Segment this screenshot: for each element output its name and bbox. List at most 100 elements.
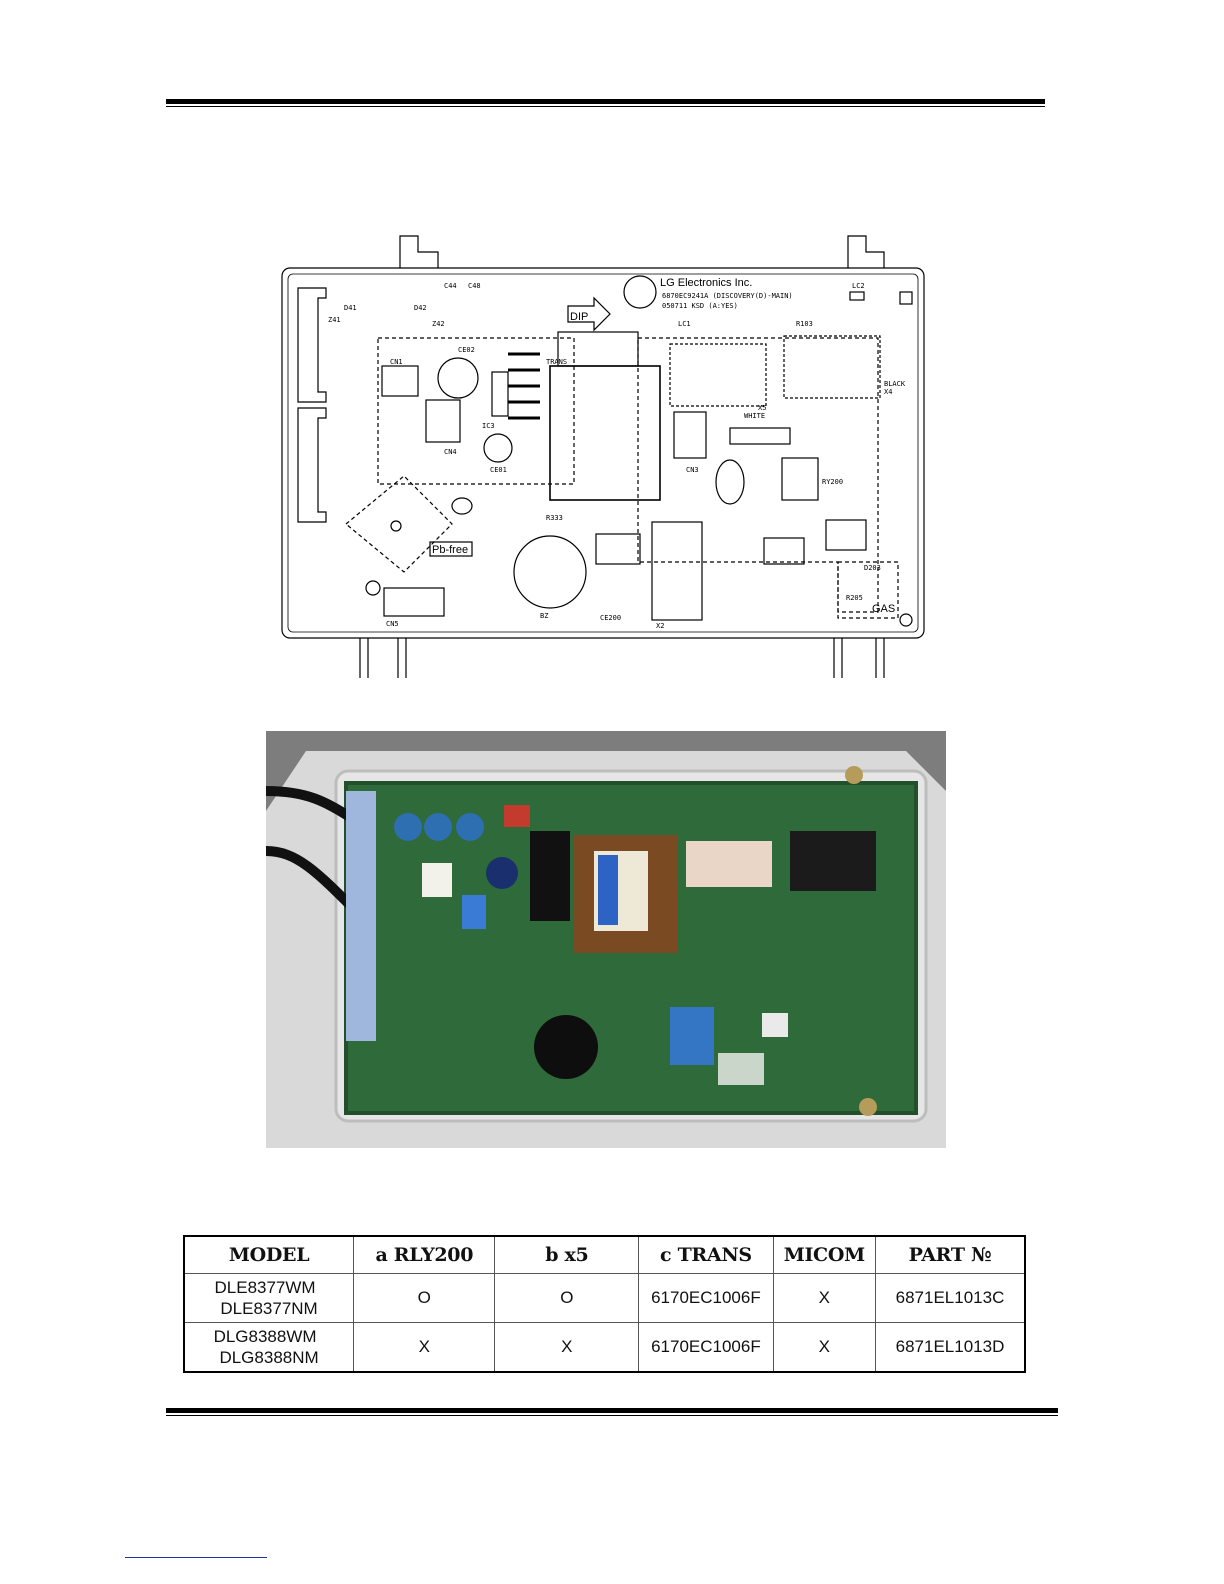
connector-cn4: [425, 399, 461, 443]
bottom-rule-thin: [166, 1415, 1058, 1416]
ce02-label: CE02: [458, 346, 475, 354]
cell-trans: 6170EC1006F: [638, 1273, 774, 1323]
mount-hole-1: [365, 580, 381, 596]
mount-hole-2: [390, 520, 402, 532]
lc2-label: LC2: [852, 282, 865, 290]
header-micom: MICOM: [772, 1235, 877, 1274]
cell-rly200: X: [353, 1322, 496, 1373]
pbfree-label: Pb-free: [432, 544, 468, 556]
model-line: DLG8388WM: [213, 1327, 317, 1346]
x5-label: X5: [758, 404, 766, 412]
dip-arrow: [567, 296, 611, 332]
r103-label: R103: [796, 320, 813, 328]
x4-label: X4: [884, 388, 892, 396]
case-outline: [281, 267, 925, 639]
header-model: MODEL: [183, 1235, 355, 1274]
table-header-row: MODEL a RLY200 b x5 c TRANS MICOM PART №: [183, 1235, 1026, 1274]
x2-label: X2: [656, 622, 664, 630]
model-line: DLE8377NM: [220, 1299, 318, 1318]
parts-table: MODEL a RLY200 b x5 c TRANS MICOM PART №…: [183, 1235, 1026, 1373]
connector-cn3: [673, 411, 707, 459]
relay-x2: [651, 521, 703, 621]
cn1-label: CN1: [390, 358, 403, 366]
top-tab-right: [847, 235, 885, 268]
cell-x5: O: [494, 1273, 640, 1323]
board-note-label: 050711 KSD (A:YES): [662, 302, 738, 310]
bottom-tabs-right: [833, 638, 885, 678]
cell-model: DLG8388WM DLG8388NM: [183, 1322, 355, 1373]
footer-underline: [125, 1557, 267, 1558]
buzzer-bz: [513, 535, 587, 609]
black-label: BLACK: [884, 380, 906, 388]
cell-part-no: 6871EL1013C: [875, 1273, 1026, 1323]
c48-label: C48: [468, 282, 481, 290]
bottom-rule-thick: [166, 1408, 1058, 1413]
ic3-body: [491, 371, 509, 417]
table-row: DLE8377WM DLE8377NM O O 6170EC1006F X 68…: [183, 1273, 1026, 1323]
cell-rly200: O: [353, 1273, 496, 1323]
trans-label: TRANS: [546, 358, 567, 366]
ic3-label: IC3: [482, 422, 495, 430]
pcb-layout-drawing: LG Electronics Inc. 6870EC9241A (DISCOVE…: [278, 232, 930, 680]
model-line: DLE8377WM: [214, 1278, 316, 1297]
relay-x5: [669, 343, 767, 407]
header-x5: b x5: [494, 1235, 640, 1274]
cap-ce01: [483, 433, 513, 463]
part-varistor: [715, 459, 745, 505]
header-part-no: PART №: [875, 1235, 1026, 1274]
connector-left-lower: [297, 407, 327, 523]
top-rule-thin: [166, 106, 1045, 107]
pcb-layout-svg: LG Electronics Inc. 6870EC9241A (DISCOVE…: [281, 235, 925, 678]
gas-label: GAS: [872, 603, 895, 615]
dip-label: DIP: [570, 311, 588, 323]
part-dl2: [763, 537, 805, 565]
part-lc: [595, 533, 641, 565]
white-label: WHITE: [744, 412, 765, 420]
r333-label: R333: [546, 514, 563, 522]
cell-x5: X: [494, 1322, 640, 1373]
pbfree-box: [429, 541, 473, 557]
r205-label: R205: [846, 594, 863, 602]
cn3-label: CN3: [686, 466, 699, 474]
cell-micom: X: [772, 1273, 877, 1323]
ce01-label: CE01: [490, 466, 507, 474]
cell-part-no: 6871EL1013D: [875, 1322, 1026, 1373]
bz-label: BZ: [540, 612, 548, 620]
top-tab-left: [399, 235, 439, 268]
part-crystal: [451, 497, 473, 515]
part-ry200: [781, 457, 819, 501]
cell-trans: 6170EC1006F: [638, 1322, 774, 1373]
cell-model: DLE8377WM DLE8377NM: [183, 1273, 355, 1323]
z42-label: Z42: [432, 320, 445, 328]
d41-label: D41: [344, 304, 357, 312]
transformer-outline: [549, 365, 661, 501]
cell-micom: X: [772, 1322, 877, 1373]
part-r82: [729, 427, 791, 445]
region-relay: [637, 337, 879, 613]
region-gas: [837, 561, 899, 619]
relay-x4: [783, 335, 881, 399]
ribbon-connector: [346, 791, 376, 1041]
header-rly200: a RLY200: [353, 1235, 496, 1274]
pcb-photo: [266, 731, 946, 1148]
ic-rc200: [825, 519, 867, 551]
maker-label: LG Electronics Inc.: [660, 277, 752, 289]
model-line: DLG8388NM: [219, 1348, 319, 1367]
connector-left-upper: [297, 287, 327, 403]
z41-label: Z41: [328, 316, 341, 324]
lc1-label: LC1: [678, 320, 691, 328]
corner-square: [899, 291, 913, 305]
pcb-photo-svg: [266, 731, 946, 1148]
c44-label: C44: [444, 282, 457, 290]
d203-label: D203: [864, 564, 881, 572]
region-power: [377, 337, 575, 485]
part-lc2: [849, 291, 865, 301]
region-diamond: [345, 475, 453, 573]
case-inner-outline: [287, 273, 919, 633]
table-row: DLG8388WM DLG8388NM X X 6170EC1006F X 68…: [183, 1322, 1026, 1373]
board-code-label: 6870EC9241A (DISCOVERY(D)-MAIN): [662, 292, 793, 300]
connector-cn5: [383, 587, 445, 617]
mount-hole-3: [899, 613, 913, 627]
d42-label: D42: [414, 304, 427, 312]
lg-logo-circle: [623, 275, 657, 309]
